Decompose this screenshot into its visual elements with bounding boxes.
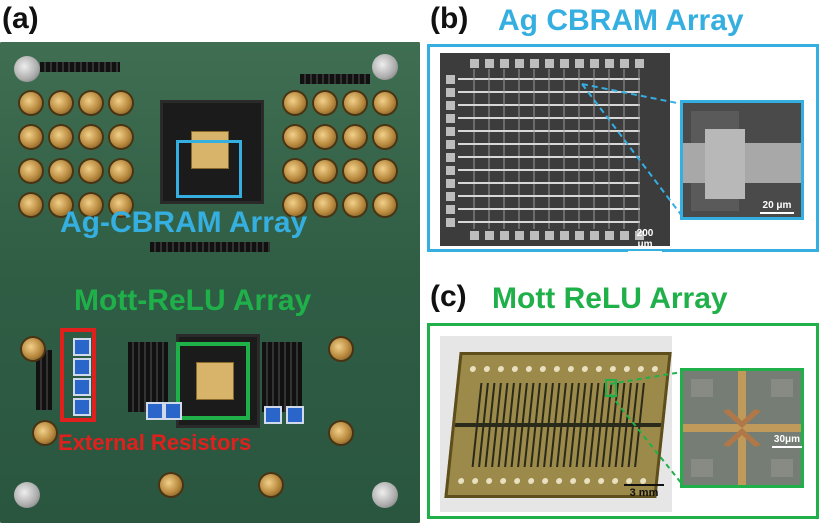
corner-screw	[372, 482, 398, 508]
cbram-inset-scale-bar: 20 μm	[760, 200, 794, 214]
cbram-panel-frame	[427, 44, 819, 252]
bnc-connector	[110, 194, 132, 216]
bnc-connector	[374, 126, 396, 148]
pin-header	[128, 342, 168, 412]
bnc-connector	[80, 126, 102, 148]
potentiometer	[264, 406, 282, 424]
bnc-connector	[20, 194, 42, 216]
mott-die-pattern	[454, 366, 662, 484]
pcb-photo	[0, 42, 420, 523]
bnc-connector	[80, 92, 102, 114]
panel-label-b: (b)	[430, 2, 469, 35]
scale-label: 20 μm	[762, 200, 792, 211]
resistor	[73, 378, 91, 396]
bnc-connector	[110, 160, 132, 182]
panel-label-a: (a)	[2, 2, 39, 35]
pin-header	[150, 242, 270, 252]
corner-screw	[14, 482, 40, 508]
bnc-connector	[50, 92, 72, 114]
bnc-connector	[34, 422, 56, 444]
scale-label: 200 μm	[636, 228, 654, 250]
external-resistors-label: External Resistors	[58, 430, 252, 455]
pin-header	[300, 74, 370, 84]
bnc-connector	[344, 126, 366, 148]
scale-label: 30μm	[773, 434, 801, 445]
bnc-connector	[50, 160, 72, 182]
bnc-connector	[330, 338, 352, 360]
potentiometer	[164, 402, 182, 420]
mott-array-label: Mott-ReLU Array	[74, 284, 312, 317]
mott-inset-scale-bar: 30μm	[772, 434, 802, 448]
bnc-connector	[110, 126, 132, 148]
mott-die	[444, 352, 672, 498]
scale-label: 3 mm	[629, 487, 659, 499]
resistor	[73, 398, 91, 416]
bnc-connector	[314, 160, 336, 182]
potentiometer	[286, 406, 304, 424]
mott-cross-electrodes	[683, 371, 801, 485]
bnc-connector	[314, 92, 336, 114]
corner-screw	[14, 56, 40, 82]
bnc-connector	[22, 338, 44, 360]
bnc-connector	[344, 160, 366, 182]
mott-panel-frame	[427, 323, 819, 519]
bnc-connector	[260, 474, 282, 496]
bnc-connector	[20, 160, 42, 182]
bnc-connector	[160, 474, 182, 496]
corner-screw	[372, 54, 398, 80]
cbram-highlight-box	[176, 140, 242, 198]
cbram-panel-title: Ag CBRAM Array	[498, 4, 744, 37]
resistor	[73, 338, 91, 356]
pin-header	[40, 62, 120, 72]
bnc-connector	[50, 194, 72, 216]
pin-header	[36, 350, 52, 410]
pin-header	[262, 342, 302, 412]
mott-inset-image	[680, 368, 804, 488]
bnc-connector	[284, 126, 306, 148]
mott-chip	[196, 362, 234, 400]
bnc-connector	[50, 126, 72, 148]
bnc-connector	[284, 194, 306, 216]
resistor	[73, 358, 91, 376]
bnc-connector	[344, 194, 366, 216]
bnc-connector	[374, 160, 396, 182]
bnc-connector	[20, 126, 42, 148]
bnc-connector	[330, 422, 352, 444]
mott-panel-title: Mott ReLU Array	[492, 282, 728, 315]
bnc-connector	[80, 160, 102, 182]
cbram-chip	[191, 131, 229, 169]
bnc-connector	[80, 194, 102, 216]
resistor-highlight-box	[60, 328, 96, 422]
mott-main-scale-bar: 3 mm	[624, 484, 664, 499]
cbram-array-label: Ag-CBRAM Array	[60, 206, 308, 239]
cbram-crossbar-graphic	[446, 59, 644, 240]
bnc-connector	[314, 194, 336, 216]
bnc-connector	[374, 92, 396, 114]
mott-highlight-box	[176, 342, 250, 420]
potentiometer	[146, 402, 164, 420]
cbram-inset-image	[680, 100, 804, 220]
bnc-connector	[344, 92, 366, 114]
bnc-connector	[314, 126, 336, 148]
cbram-main-scale-bar: 200 μm	[628, 228, 662, 253]
bnc-connector	[110, 92, 132, 114]
bnc-connector	[284, 160, 306, 182]
bnc-connector	[374, 194, 396, 216]
bnc-connector	[284, 92, 306, 114]
bnc-connector	[20, 92, 42, 114]
panel-label-c: (c)	[430, 280, 467, 313]
cbram-sem-image	[440, 53, 670, 246]
